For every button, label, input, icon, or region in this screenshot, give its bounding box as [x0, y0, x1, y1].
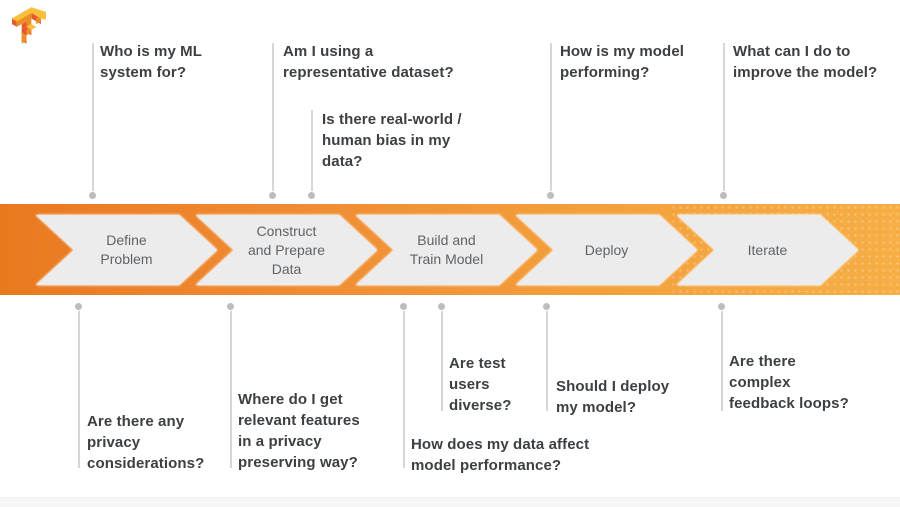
- stage-deploy: Deploy: [516, 215, 697, 285]
- connector-top-who: [89, 43, 96, 199]
- question-model-performing: How is my model performing?: [560, 43, 685, 81]
- connector-bottom-should-deploy: [543, 303, 550, 411]
- connector-top-performing: [547, 43, 554, 199]
- stage-label: Iterate: [747, 241, 788, 258]
- question-should-i-deploy: Should I deploy my model?: [556, 378, 670, 416]
- connector-bottom-feedback-loops: [718, 303, 725, 411]
- stage-label: Deploy: [584, 241, 629, 258]
- connector-bottom-privacy: [75, 303, 82, 468]
- question-real-world-bias: Is there real-world / human bias in my d…: [322, 111, 462, 170]
- question-complex-feedback-loops: Are there complex feedback loops?: [729, 353, 849, 412]
- question-who-is-system-for: Who is my ML system for?: [100, 43, 203, 81]
- bottom-edge-strip: [0, 497, 900, 507]
- question-relevant-features: Where do I get relevant features in a pr…: [238, 391, 360, 471]
- question-data-affect-performance: How does my data affect model performanc…: [411, 436, 590, 474]
- tensorflow-logo-icon: [12, 7, 95, 44]
- connector-top-bias: [308, 110, 315, 199]
- workflow-banner: Define Problem Construct and Prepare Dat…: [0, 204, 900, 295]
- connector-bottom-features: [227, 303, 234, 468]
- stage-label: Define Problem: [100, 232, 153, 267]
- connector-bottom-test-users: [438, 303, 445, 411]
- stage-construct-prepare-data: Construct and Prepare Data: [196, 215, 377, 285]
- question-improve-model: What can I do to improve the model?: [733, 43, 878, 81]
- question-test-users-diverse: Are test users diverse?: [449, 355, 512, 414]
- stage-label: Construct and Prepare Data: [247, 222, 326, 277]
- question-representative-dataset: Am I using a representative dataset?: [283, 43, 454, 81]
- connector-top-representative: [269, 43, 276, 199]
- connector-top-improve: [720, 43, 727, 199]
- stage-build-train-model: Build and Train Model: [356, 215, 537, 285]
- stage-label: Build and Train Model: [409, 232, 484, 267]
- question-privacy-considerations: Are there any privacy considerations?: [87, 413, 205, 472]
- stage-iterate: Iterate: [677, 215, 858, 285]
- connector-bottom-data-affect: [400, 303, 407, 468]
- stage-define-problem: Define Problem: [36, 215, 217, 285]
